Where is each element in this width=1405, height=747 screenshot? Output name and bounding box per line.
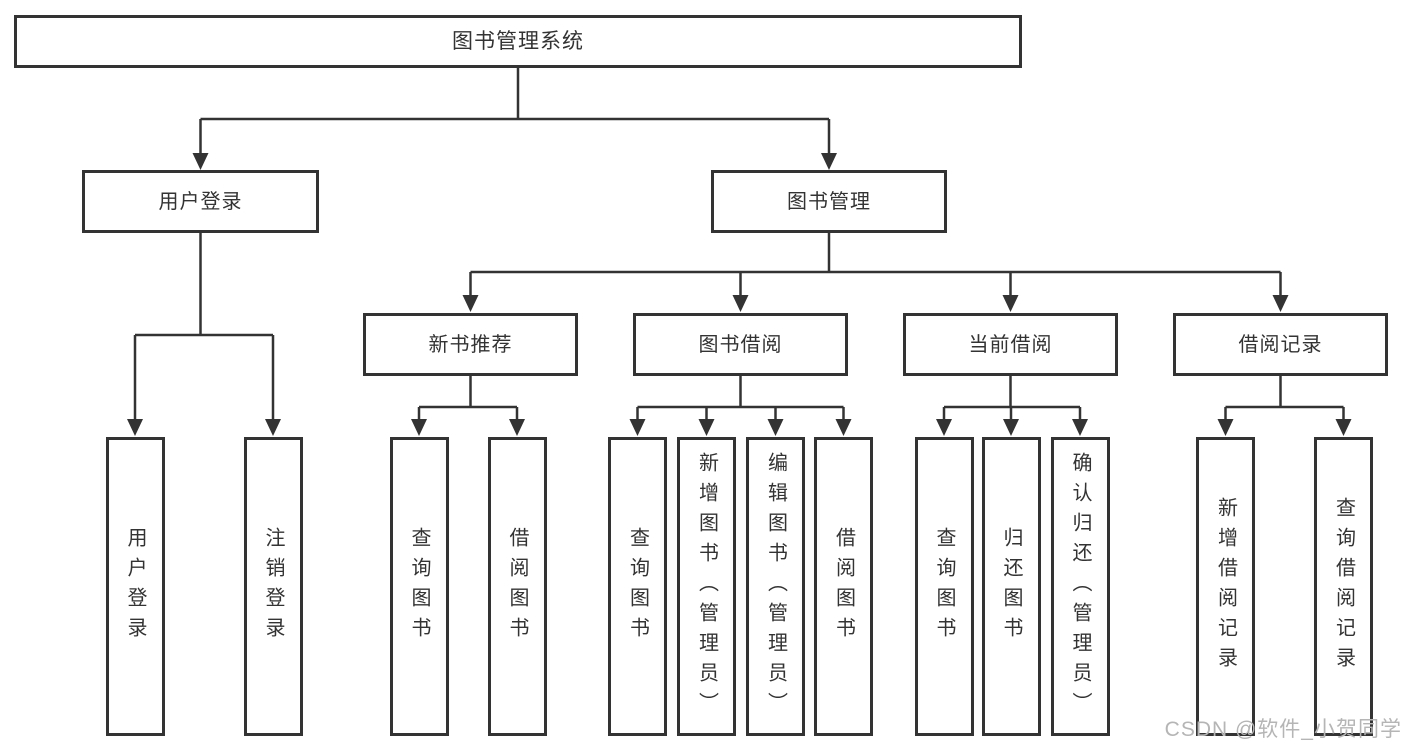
leaf-return-book: 归还图书 — [981, 437, 1041, 736]
node-borrowing-records: 借阅记录 — [1173, 313, 1388, 376]
leaf-query-books-borrow: 查询图书 — [608, 437, 667, 736]
leaf-logout: 注销登录 — [243, 437, 303, 736]
connector-path — [133, 68, 1345, 429]
leaf-user-login: 用户登录 — [105, 437, 165, 736]
leaf-add-book-admin: 新增图书（管理员） — [677, 437, 736, 736]
leaf-query-books-recommend: 查询图书 — [389, 437, 449, 736]
leaf-query-books-current: 查询图书 — [914, 437, 974, 736]
node-book-management: 图书管理 — [711, 170, 947, 233]
node-book-borrowing: 图书借阅 — [633, 313, 848, 376]
leaf-confirm-return-admin: 确认归还（管理员） — [1050, 437, 1110, 736]
node-current-borrowing: 当前借阅 — [903, 313, 1118, 376]
leaf-add-borrow-record: 新增借阅记录 — [1196, 437, 1255, 736]
node-library-management-system: 图书管理系统 — [14, 15, 1022, 68]
leaf-borrow-books: 借阅图书 — [814, 437, 873, 736]
leaf-borrow-books-recommend: 借阅图书 — [487, 437, 547, 736]
node-new-book-recommendation: 新书推荐 — [363, 313, 578, 376]
leaf-edit-book-admin: 编辑图书（管理员） — [746, 437, 805, 736]
leaf-query-borrow-record: 查询借阅记录 — [1314, 437, 1373, 736]
csdn-watermark: CSDN @软件_小贺同学 — [1164, 718, 1402, 741]
node-user-login: 用户登录 — [82, 170, 319, 233]
